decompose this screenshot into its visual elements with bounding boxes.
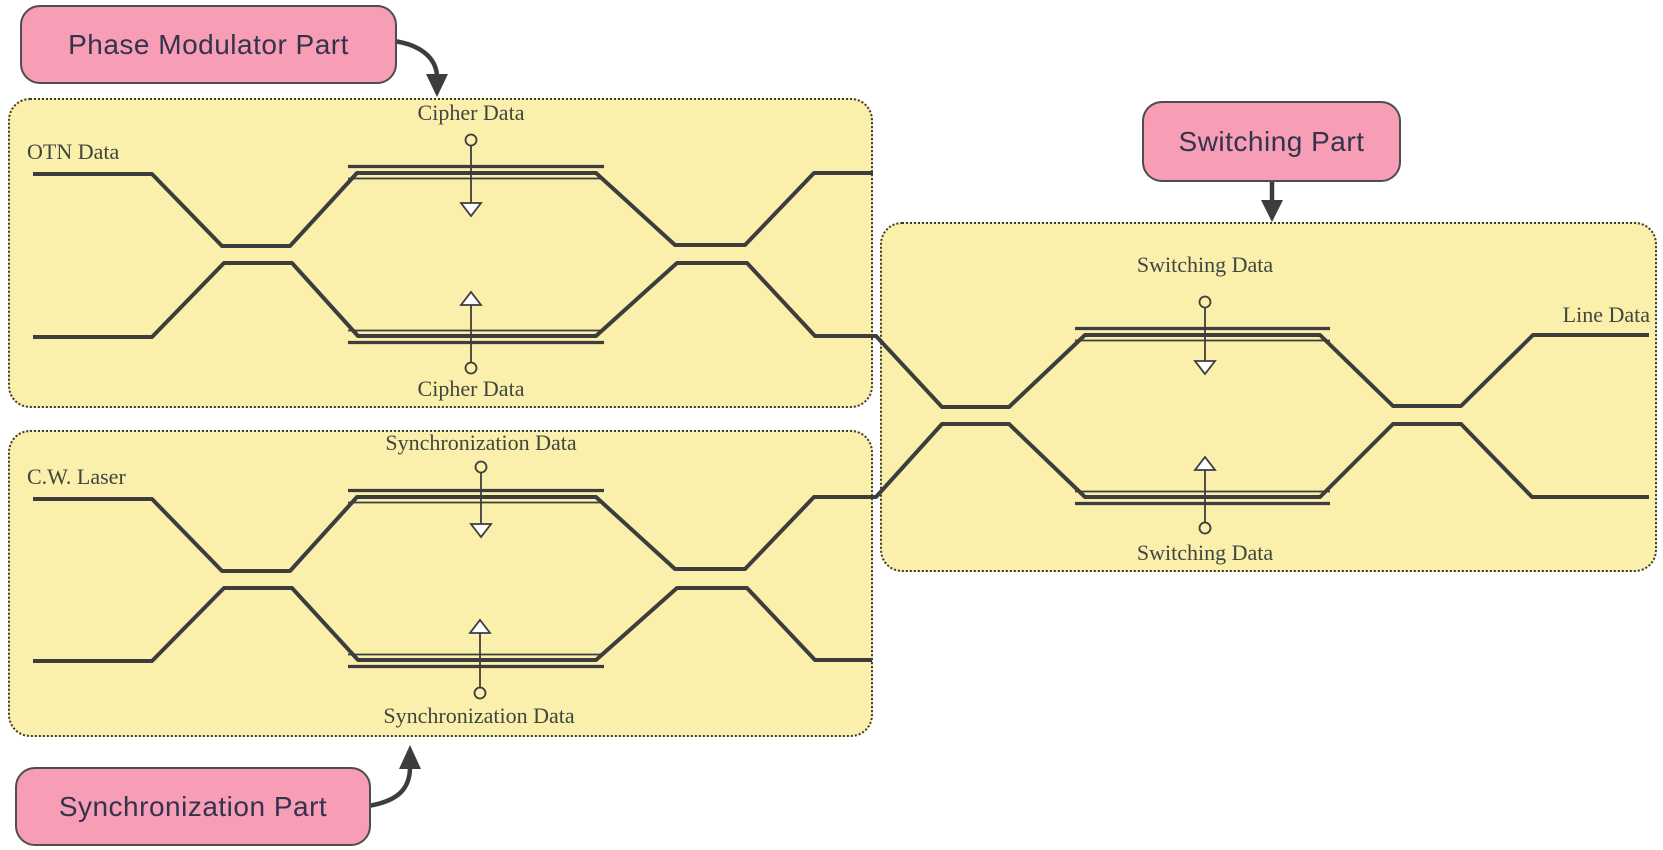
- switching-data-bottom-label: Switching Data: [1136, 540, 1274, 565]
- cipher-data-bottom-label: Cipher Data: [417, 376, 525, 401]
- cw-laser-input-label: C.W. Laser: [27, 464, 126, 489]
- otn-data-input-label: OTN Data: [27, 139, 120, 164]
- line-data-output-label: Line Data: [1562, 302, 1650, 327]
- switching-data-top-label: Switching Data: [1136, 252, 1274, 277]
- phase-label-arrow: [393, 38, 440, 77]
- synchronization-part-label: Synchronization Part: [15, 767, 371, 846]
- switching-part-label: Switching Part: [1142, 101, 1401, 182]
- synchronization-region: [8, 430, 873, 737]
- phase-modulator-region: [8, 98, 873, 408]
- sync-label-arrow: [367, 766, 413, 809]
- synchronization-data-top-label: Synchronization Data: [385, 430, 577, 455]
- phase-label-arrowhead: [426, 74, 448, 97]
- sync-label-arrowhead: [399, 745, 421, 769]
- synchronization-data-bottom-label: Synchronization Data: [383, 703, 575, 728]
- phase-modulator-part-label: Phase Modulator Part: [20, 5, 397, 84]
- cipher-data-top-label: Cipher Data: [417, 100, 525, 125]
- switching-label-arrowhead: [1261, 200, 1283, 222]
